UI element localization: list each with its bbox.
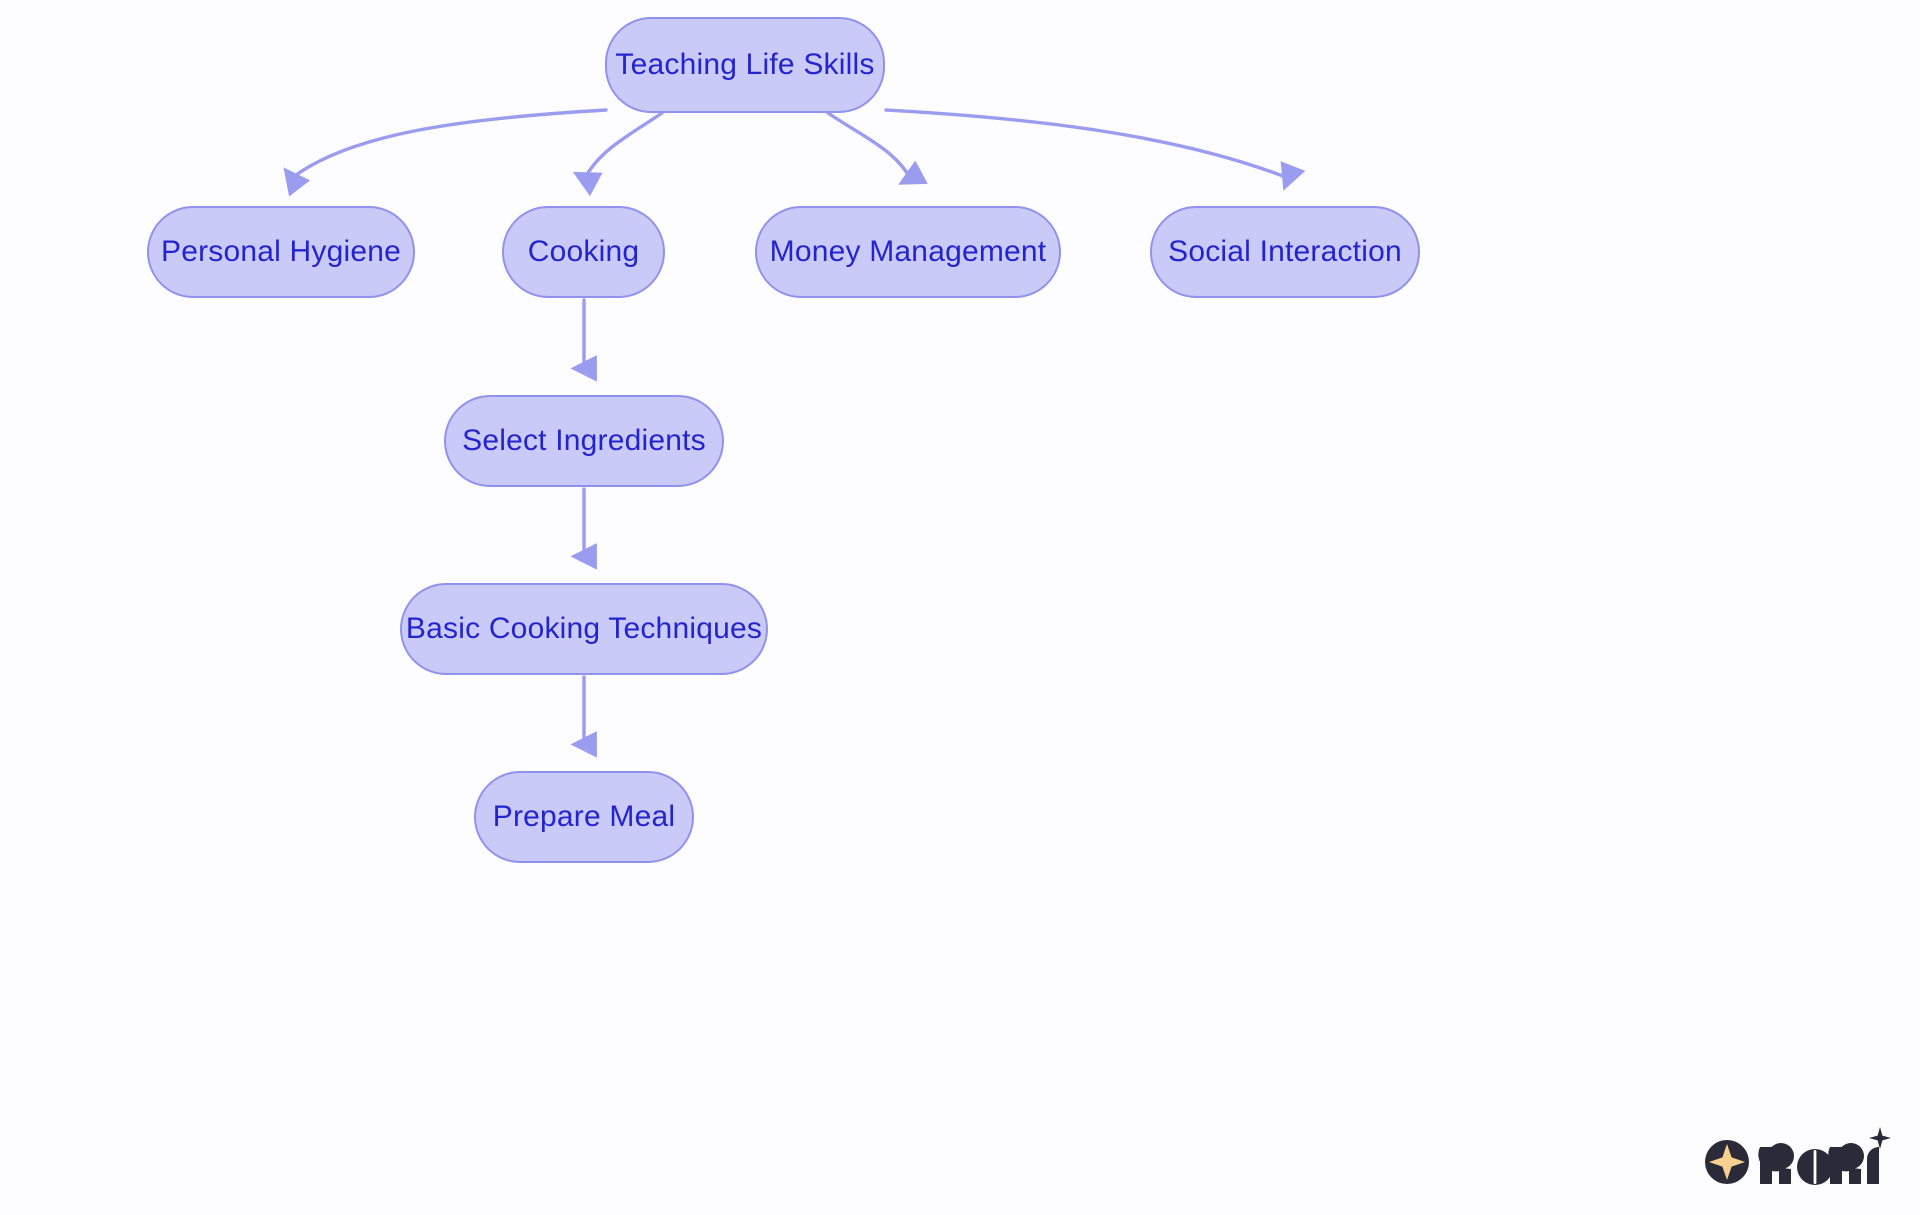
node-label: Basic Cooking Techniques xyxy=(405,612,763,645)
node-personal-hygiene[interactable]: Personal Hygiene xyxy=(147,206,415,298)
small-sparkle-icon xyxy=(1869,1127,1891,1149)
node-label: Social Interaction xyxy=(1168,235,1402,268)
node-select-ingredients[interactable]: Select Ingredients xyxy=(444,395,724,487)
edge-teaching-to-money-management xyxy=(826,111,928,185)
node-label: Select Ingredients xyxy=(462,424,706,457)
edge-teaching-to-social-interaction xyxy=(884,108,1306,191)
node-label: Personal Hygiene xyxy=(160,235,401,268)
node-label: Teaching Life Skills xyxy=(615,48,875,81)
edge-teaching-to-cooking xyxy=(572,111,664,197)
node-social-interaction[interactable]: Social Interaction xyxy=(1150,206,1420,298)
node-money-management[interactable]: Money Management xyxy=(755,206,1061,298)
node-basic-cooking-techniques[interactable]: Basic Cooking Techniques xyxy=(400,583,768,675)
sparkle-star-icon xyxy=(1705,1140,1749,1184)
node-prepare-meal[interactable]: Prepare Meal xyxy=(474,771,694,863)
node-label: Cooking xyxy=(527,235,640,268)
rori-wordmark xyxy=(1758,1127,1891,1185)
node-cooking[interactable]: Cooking xyxy=(502,206,665,298)
node-label: Prepare Meal xyxy=(492,800,676,833)
node-teaching-life-skills[interactable]: Teaching Life Skills xyxy=(605,17,885,113)
edge-teaching-to-personal-hygiene xyxy=(283,108,608,197)
rori-logo xyxy=(1705,1127,1891,1185)
node-label: Money Management xyxy=(769,235,1047,268)
